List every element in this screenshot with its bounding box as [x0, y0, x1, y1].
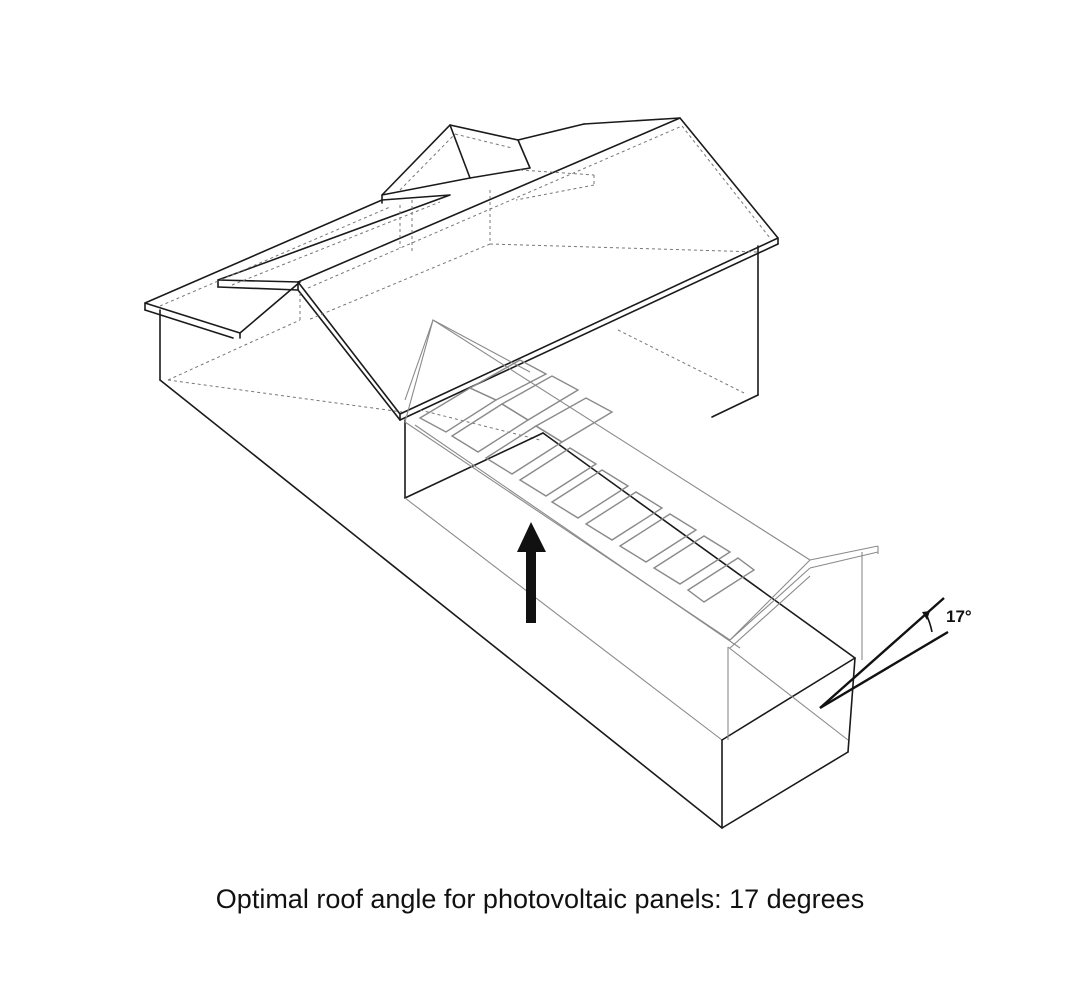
- pv-panel: [618, 513, 698, 563]
- front-wing-box: [404, 497, 863, 829]
- up-arrow-icon: [517, 522, 546, 623]
- pv-panel: [484, 425, 564, 475]
- pv-panel: [652, 535, 732, 585]
- pv-panel: [534, 397, 614, 443]
- pv-panel-array: [418, 359, 756, 603]
- caption: Optimal roof angle for photovoltaic pane…: [215, 884, 865, 914]
- pv-panel: [468, 359, 548, 401]
- pv-panel: [518, 447, 598, 497]
- angle-indicator: 17°: [819, 597, 972, 710]
- main-roof: [297, 117, 779, 421]
- dormer: [381, 117, 681, 252]
- angle-label: 17°: [946, 607, 972, 626]
- left-wing-walls: [159, 309, 723, 829]
- pv-panel: [500, 375, 580, 421]
- pv-panel: [550, 469, 630, 519]
- front-wing-roof: [404, 319, 879, 649]
- rear-hidden-lines: [167, 243, 759, 441]
- left-wing-roof: [144, 194, 451, 339]
- pv-panel: [584, 491, 664, 541]
- pv-panel: [686, 557, 756, 603]
